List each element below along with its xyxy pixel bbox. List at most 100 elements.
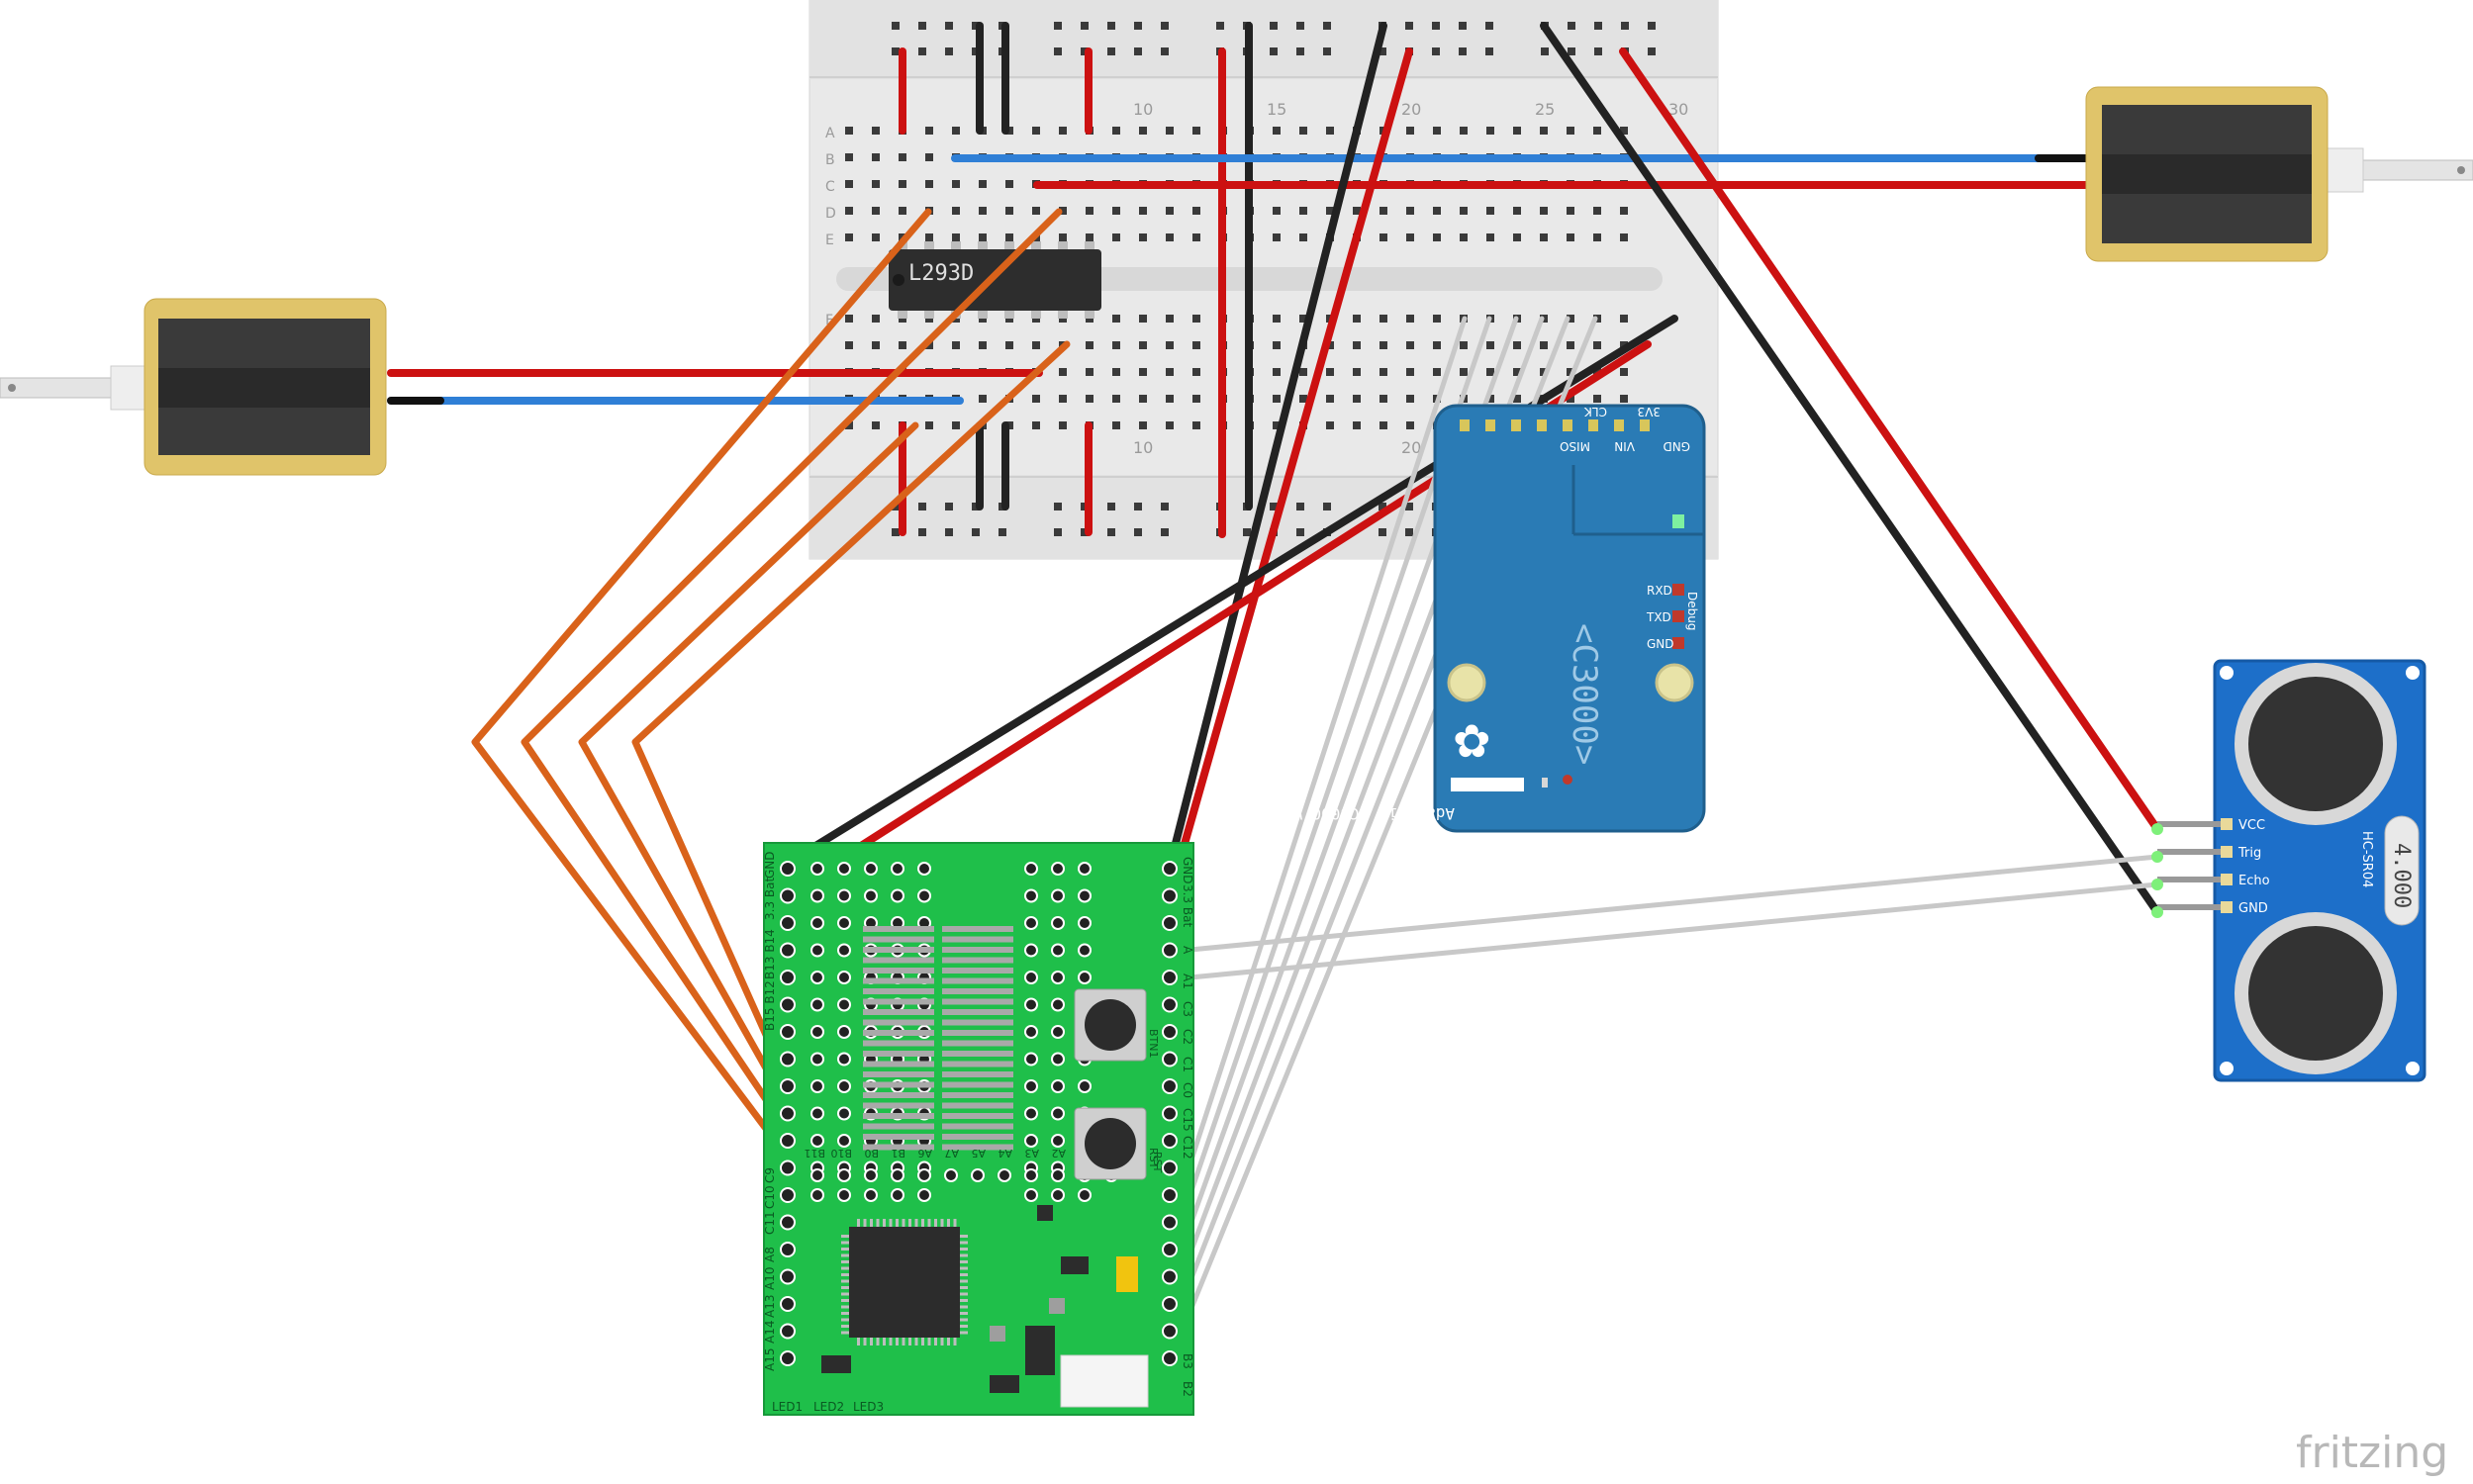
breadboard-hole <box>1433 315 1441 323</box>
rail-hole <box>1459 22 1467 30</box>
breadboard-hole <box>1166 315 1174 323</box>
pad-strip <box>942 1092 1013 1098</box>
board-label: A14 <box>763 1321 777 1344</box>
rail-hole <box>1134 503 1142 510</box>
proto-hole <box>1051 1052 1065 1067</box>
board-label: B2 <box>1181 1381 1194 1397</box>
ic-pin <box>960 1325 968 1328</box>
proto-hole <box>837 971 851 984</box>
proto-hole <box>971 1168 985 1182</box>
breadboard-hole <box>1379 207 1387 215</box>
proto-hole <box>1024 888 1038 903</box>
breadboard-hole <box>1620 315 1628 323</box>
wifi-side-label: TXD <box>1646 610 1671 624</box>
proto-hole <box>1078 916 1092 930</box>
board-label: B13 B14 <box>763 929 777 979</box>
rail-hole <box>1054 22 1062 30</box>
breadboard-hole <box>1406 368 1414 376</box>
proto-hole <box>1051 943 1065 958</box>
breadboard-hole <box>1620 127 1628 135</box>
breadboard-hole <box>872 315 880 323</box>
rail-hole <box>1107 503 1115 510</box>
breadboard-hole <box>1086 207 1094 215</box>
rail-hole <box>1054 503 1062 510</box>
board-pin <box>780 1133 796 1149</box>
board-label: C11 <box>763 1211 777 1235</box>
rail-hole <box>1432 47 1440 55</box>
breadboard-hole <box>1567 207 1574 215</box>
breadboard-hole <box>1059 207 1067 215</box>
board-label: 3.3 Bat <box>1181 884 1194 927</box>
board-label: C12 <box>1181 1136 1194 1159</box>
ic-pin <box>841 1248 849 1251</box>
breadboard-hole <box>1273 127 1281 135</box>
ic-pin <box>960 1286 968 1289</box>
rail-hole <box>1270 22 1278 30</box>
row-letter: F <box>825 313 833 328</box>
column-number: 10 <box>1133 438 1153 457</box>
breadboard-hole <box>1406 207 1414 215</box>
breadboard-hole <box>1353 315 1361 323</box>
breadboard-hole <box>1273 233 1281 241</box>
breadboard-hole <box>872 127 880 135</box>
breadboard-hole <box>1460 341 1468 349</box>
chip-pin <box>1085 311 1094 319</box>
board-pin <box>780 1350 796 1366</box>
ic-pin <box>902 1338 905 1345</box>
breadboard-hole <box>1460 207 1468 215</box>
board-pad-label: B0 <box>864 1147 879 1159</box>
pad-strip <box>942 957 1013 964</box>
pad-strip <box>942 977 1013 984</box>
breadboard-hole <box>1139 207 1147 215</box>
ic-pin <box>927 1219 931 1227</box>
ic-pin <box>841 1318 849 1322</box>
row-letter: C <box>825 179 835 195</box>
pad-strip <box>863 1113 934 1119</box>
pad-strip <box>863 947 934 953</box>
ic-pin <box>947 1338 950 1345</box>
board-pad-label: A2 <box>1051 1147 1066 1159</box>
proto-hole <box>810 943 824 958</box>
breadboard-hole <box>1486 127 1494 135</box>
rail-hole <box>1054 528 1062 536</box>
sensor-pin-label: Echo <box>2238 874 2270 888</box>
pad-strip <box>863 1061 934 1067</box>
breadboard-hole <box>1059 368 1067 376</box>
board-label: GND <box>1181 857 1194 884</box>
board-pad-label: B1 <box>891 1147 905 1159</box>
solenoid-left <box>0 298 387 476</box>
pad-strip <box>863 1092 934 1098</box>
breadboard-hole <box>845 421 853 429</box>
ic-pin <box>914 1219 918 1227</box>
pad-strip <box>942 1071 1013 1077</box>
wifi-header-pin <box>1485 419 1495 431</box>
proto-hole <box>810 888 824 903</box>
breadboard-hole <box>1326 127 1334 135</box>
ic-pin <box>921 1219 924 1227</box>
proto-hole <box>1051 916 1065 930</box>
wifi-side-label: RXD <box>1647 584 1672 598</box>
pad-strip <box>942 1009 1013 1015</box>
proto-hole <box>1024 1052 1038 1067</box>
ic-pin <box>908 1219 911 1227</box>
ic-pin <box>960 1273 968 1276</box>
pad-strip <box>942 998 1013 1005</box>
breadboard-hole <box>1139 368 1147 376</box>
proto-hole <box>891 888 904 903</box>
breadboard-hole <box>899 207 906 215</box>
proto-hole <box>810 1134 824 1148</box>
proto-hole <box>837 1025 851 1039</box>
breadboard-hole <box>1406 421 1414 429</box>
chip-pin <box>898 311 907 319</box>
breadboard-hole <box>1567 368 1574 376</box>
ic-pin <box>841 1305 849 1309</box>
breadboard-hole <box>1540 233 1548 241</box>
breadboard-hole <box>1299 127 1307 135</box>
board-pin <box>780 887 796 904</box>
pad-strip <box>863 936 934 943</box>
ic-pin <box>953 1338 957 1345</box>
board-pin <box>780 1323 796 1340</box>
rail-hole <box>1568 47 1575 55</box>
pad-strip <box>863 998 934 1005</box>
proto-hole <box>1051 1168 1065 1182</box>
